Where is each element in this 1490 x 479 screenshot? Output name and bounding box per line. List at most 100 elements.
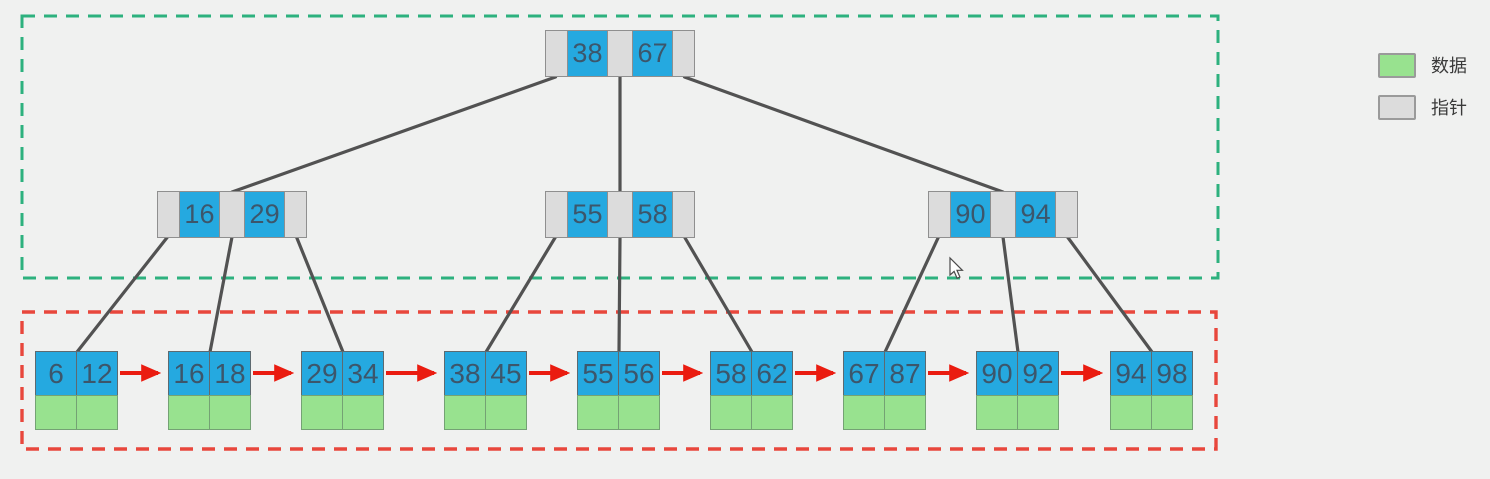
pointer-cell bbox=[673, 31, 695, 76]
pointer-cell bbox=[158, 192, 179, 237]
tree-edge bbox=[294, 235, 345, 354]
leaf-column: 34 bbox=[342, 351, 384, 430]
leaf-column: 87 bbox=[884, 351, 926, 430]
internal-node: 55 58 bbox=[545, 191, 695, 238]
leaf-key-cell: 62 bbox=[751, 351, 793, 396]
leaf-column: 62 bbox=[751, 351, 793, 430]
leaf-data-cell bbox=[976, 395, 1018, 430]
leaf-data-cell bbox=[710, 395, 752, 430]
leaf-key-cell: 45 bbox=[485, 351, 527, 396]
pointer-cell bbox=[546, 192, 567, 237]
leaf-data-cell bbox=[444, 395, 486, 430]
leaf-column: 6 bbox=[35, 351, 77, 430]
pointer-cell bbox=[991, 192, 1015, 237]
leaf-column: 90 bbox=[976, 351, 1018, 430]
key-cell: 29 bbox=[243, 192, 286, 237]
key-cell: 55 bbox=[566, 192, 609, 237]
leaf-data-cell bbox=[843, 395, 885, 430]
leaf-key-cell: 34 bbox=[342, 351, 384, 396]
key-cell: 90 bbox=[949, 192, 992, 237]
leaf-key-cell: 90 bbox=[976, 351, 1018, 396]
leaf-column: 29 bbox=[301, 351, 343, 430]
tree-edge bbox=[883, 235, 941, 354]
leaf-key-cell: 58 bbox=[710, 351, 752, 396]
pointer-cell bbox=[285, 192, 307, 237]
leaf-key-cell: 92 bbox=[1017, 351, 1059, 396]
tree-edge bbox=[682, 235, 754, 354]
tree-edge bbox=[617, 235, 622, 354]
leaf-column: 58 bbox=[710, 351, 752, 430]
leaf-column: 67 bbox=[843, 351, 885, 430]
leaf-key-cell: 16 bbox=[168, 351, 210, 396]
leaf-key-cell: 38 bbox=[444, 351, 486, 396]
leaf-key-cell: 6 bbox=[35, 351, 77, 396]
data-swatch bbox=[1378, 52, 1416, 78]
tree-edge bbox=[208, 235, 234, 354]
leaf-column: 38 bbox=[444, 351, 486, 430]
leaf-column: 92 bbox=[1017, 351, 1059, 430]
mouse-cursor bbox=[949, 256, 964, 279]
tree-edge bbox=[1065, 235, 1154, 354]
leaf-data-cell bbox=[209, 395, 251, 430]
leaf-data-cell bbox=[618, 395, 660, 430]
internal-node: 90 94 bbox=[928, 191, 1078, 238]
pointer-cell bbox=[673, 192, 695, 237]
leaf-data-cell bbox=[751, 395, 793, 430]
tree-edge bbox=[230, 75, 558, 194]
pointer-cell bbox=[546, 31, 567, 76]
key-cell: 38 bbox=[566, 31, 609, 76]
leaf-data-cell bbox=[35, 395, 77, 430]
leaf-data-cell bbox=[301, 395, 343, 430]
leaf-data-cell bbox=[76, 395, 118, 430]
tree-edge bbox=[682, 75, 1005, 194]
leaf-column: 98 bbox=[1151, 351, 1193, 430]
leaf-data-cell bbox=[1110, 395, 1152, 430]
leaf-data-cell bbox=[168, 395, 210, 430]
key-cell: 67 bbox=[631, 31, 674, 76]
legend-item-data: 数据 bbox=[1378, 52, 1467, 78]
leaf-column: 12 bbox=[76, 351, 118, 430]
leaf-column: 16 bbox=[168, 351, 210, 430]
leaf-data-cell bbox=[342, 395, 384, 430]
leaf-key-cell: 87 bbox=[884, 351, 926, 396]
leaf-key-cell: 67 bbox=[843, 351, 885, 396]
leaf-data-cell bbox=[1151, 395, 1193, 430]
leaf-column: 18 bbox=[209, 351, 251, 430]
root-node: 38 67 bbox=[545, 30, 695, 77]
pointer-cell bbox=[608, 192, 632, 237]
legend: 数据 指针 bbox=[1378, 52, 1467, 120]
pointer-swatch bbox=[1378, 94, 1416, 120]
key-cell: 16 bbox=[178, 192, 221, 237]
leaf-column: 55 bbox=[577, 351, 619, 430]
leaf-column: 94 bbox=[1110, 351, 1152, 430]
leaf-key-cell: 18 bbox=[209, 351, 251, 396]
tree-edge bbox=[1001, 235, 1020, 354]
pointer-swatch-label: 指针 bbox=[1431, 98, 1467, 118]
tree-edges bbox=[75, 75, 1154, 354]
leaf-data-cell bbox=[884, 395, 926, 430]
pointer-cell bbox=[220, 192, 244, 237]
tree-edge bbox=[75, 235, 170, 354]
key-cell: 58 bbox=[631, 192, 674, 237]
legend-item-pointer: 指针 bbox=[1378, 94, 1467, 120]
leaf-data-cell bbox=[485, 395, 527, 430]
tree-edge bbox=[484, 235, 558, 354]
leaf-key-cell: 98 bbox=[1151, 351, 1193, 396]
leaf-key-cell: 94 bbox=[1110, 351, 1152, 396]
leaf-key-cell: 55 bbox=[577, 351, 619, 396]
pointer-cell bbox=[929, 192, 950, 237]
key-cell: 94 bbox=[1014, 192, 1057, 237]
leaf-data-cell bbox=[1017, 395, 1059, 430]
